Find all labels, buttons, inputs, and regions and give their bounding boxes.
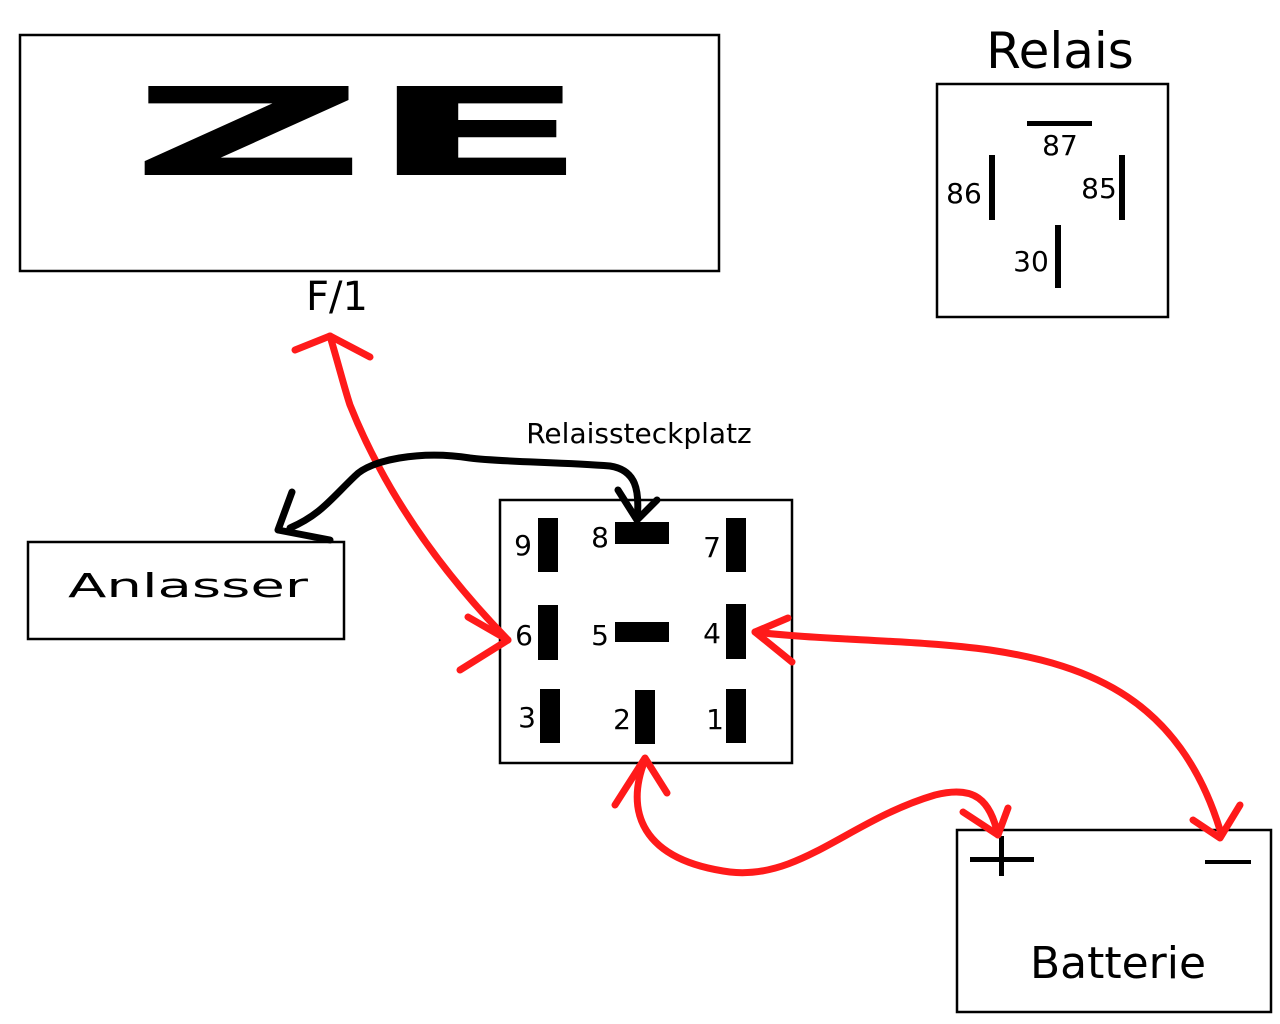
starter-box [26, 540, 346, 641]
socket-pin-5-label: 5 [591, 619, 609, 652]
wire-ze-to-socket-6 [291, 332, 512, 674]
relay-pin-85-label: 85 [1081, 172, 1117, 205]
socket-pin-2-label: 2 [613, 703, 631, 736]
socket-pin-3-label: 3 [518, 701, 536, 734]
relay-legend: Relais 87 86 85 30 [935, 22, 1170, 319]
socket-pin-6-label: 6 [515, 619, 533, 652]
socket-pin-7 [726, 518, 746, 572]
relay-pin-87-label: 87 [1042, 129, 1078, 162]
socket-pin-5 [615, 622, 669, 642]
socket-pin-1 [726, 689, 746, 743]
starter-unit: Anlasser [26, 540, 346, 641]
relay-pin-86-label: 86 [946, 177, 982, 210]
relay-socket: Relaissteckplatz 9 8 7 6 5 4 3 2 1 [498, 417, 794, 765]
socket-pin-6 [538, 605, 558, 660]
ze-unit: ZE F/1 [18, 33, 721, 320]
socket-pin-9-label: 9 [514, 529, 532, 562]
socket-pin-3 [540, 689, 560, 743]
socket-pin-9 [538, 518, 558, 572]
socket-pin-4-label: 4 [703, 617, 721, 650]
relay-pin-87-contact [1027, 121, 1092, 126]
socket-pin-8-label: 8 [591, 521, 609, 554]
ze-box [18, 33, 721, 273]
socket-pin-2 [635, 690, 655, 744]
relay-pin-30-contact [1055, 225, 1061, 288]
relay-title: Relais [986, 22, 1134, 80]
arrowhead-left-icon [274, 488, 334, 544]
battery-label: Batterie [1030, 938, 1206, 989]
arrowhead-down-icon [614, 486, 661, 524]
battery-plus-icon [970, 836, 1034, 876]
wire-socket-2-to-battery-plus [611, 754, 1012, 877]
ze-label: ZE [130, 62, 590, 204]
socket-pin-1-label: 1 [706, 703, 724, 736]
arrowhead-up-icon [611, 754, 671, 809]
arrowhead-down-icon [1189, 801, 1244, 842]
socket-title: Relaissteckplatz [526, 417, 752, 450]
battery-unit: + − Batterie [955, 828, 1273, 1014]
arrowhead-up-icon [291, 332, 374, 361]
relay-pin-85-contact [1119, 155, 1125, 220]
starter-label: Anlasser [68, 566, 309, 605]
relay-pin-30-label: 30 [1013, 245, 1049, 278]
arrowhead-down-icon [959, 804, 1012, 839]
socket-pin-8 [615, 522, 669, 544]
socket-pin-4 [726, 604, 746, 659]
arrowhead-left-icon [751, 614, 796, 666]
ze-pin-label: F/1 [306, 274, 368, 320]
socket-pin-7-label: 7 [703, 531, 721, 564]
arrowhead-right-icon [456, 613, 512, 674]
battery-minus-icon [1205, 860, 1251, 864]
relay-pin-86-contact [989, 155, 995, 220]
wire-socket-4-to-battery-minus [751, 614, 1244, 842]
wire-socket-8-to-starter [274, 451, 661, 544]
